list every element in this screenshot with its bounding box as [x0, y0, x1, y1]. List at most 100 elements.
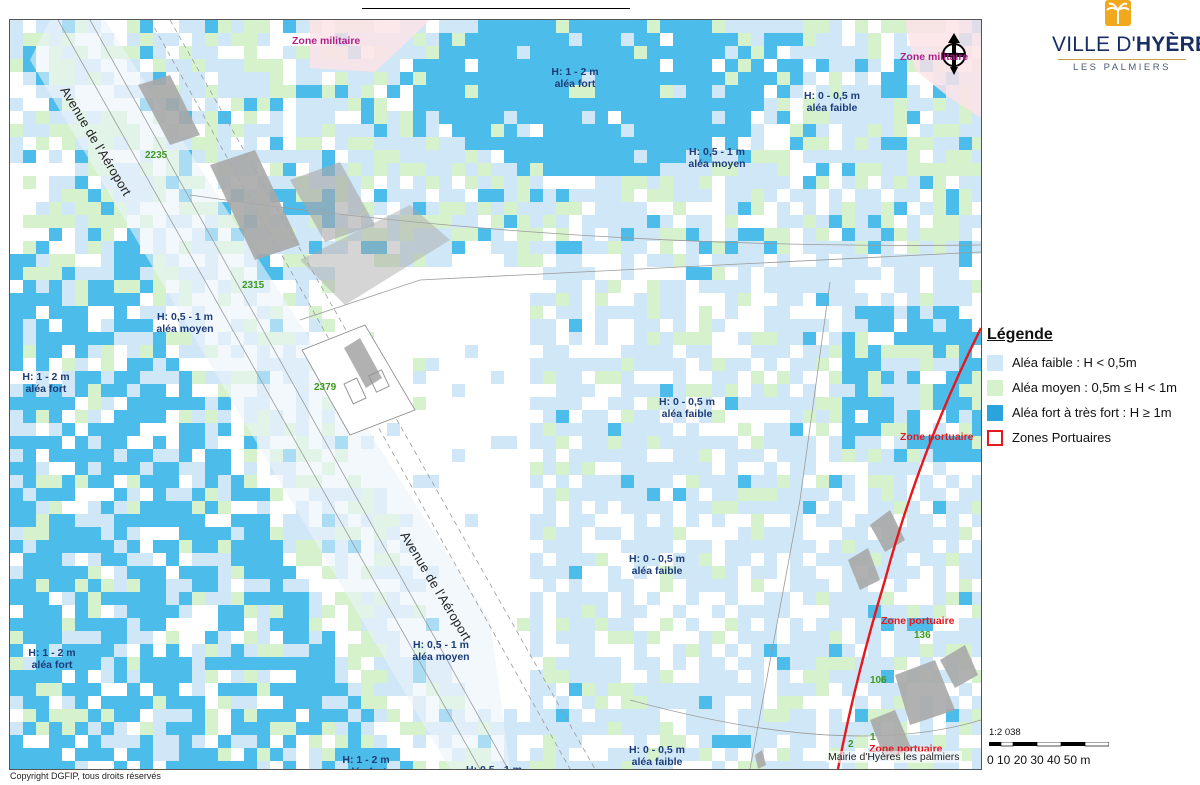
hazard-cell [699, 33, 712, 46]
hazard-cell [556, 592, 569, 605]
hazard-cell [946, 761, 959, 769]
hazard-cell [101, 644, 114, 657]
hazard-cell [62, 761, 75, 769]
hazard-cell [790, 488, 803, 501]
hazard-cell [10, 59, 23, 72]
hazard-cell [465, 111, 478, 124]
hazard-cell [309, 553, 322, 566]
hazard-cell [686, 748, 699, 761]
hazard-cell [881, 501, 894, 514]
hazard-cell [803, 683, 816, 696]
hazard-cell [452, 228, 465, 241]
hazard-cell [582, 657, 595, 670]
hazard-cell [49, 397, 62, 410]
hazard-cell [543, 20, 556, 33]
hazard-cell [920, 124, 933, 137]
hazard-cell [270, 124, 283, 137]
hazard-cell [855, 540, 868, 553]
hazard-cell [829, 371, 842, 384]
hazard-cell [738, 150, 751, 163]
hazard-cell [88, 475, 101, 488]
hazard-cell [738, 488, 751, 501]
hazard-cell [621, 501, 634, 514]
hazard-cell [868, 436, 881, 449]
hazard-cell [101, 709, 114, 722]
hazard-cell [738, 176, 751, 189]
hazard-cell [75, 280, 88, 293]
hazard-cell [452, 98, 465, 111]
hazard-cell [764, 553, 777, 566]
hazard-cell [101, 345, 114, 358]
hazard-cell [504, 176, 517, 189]
hazard-cell [647, 293, 660, 306]
hazard-cell [959, 631, 972, 644]
hazard-cell [712, 436, 725, 449]
hazard-cell [127, 488, 140, 501]
hazard-cell [296, 124, 309, 137]
hazard-cell [413, 397, 426, 410]
hazard-cell [348, 657, 361, 670]
hazard-cell [816, 137, 829, 150]
hazard-cell [959, 215, 972, 228]
hazard-cell [738, 202, 751, 215]
hazard-cell [699, 540, 712, 553]
hazard-cell [699, 501, 712, 514]
hazard-cell [946, 293, 959, 306]
hazard-cell [127, 423, 140, 436]
hazard-cell [10, 332, 23, 345]
hazard-cell [10, 293, 23, 306]
hazard-cell [192, 501, 205, 514]
hazard-cell [569, 319, 582, 332]
hazard-cell [530, 670, 543, 683]
hazard-cell [36, 514, 49, 527]
hazard-cell [920, 332, 933, 345]
hazard-cell [608, 46, 621, 59]
hazard-cell [881, 72, 894, 85]
hazard-cell [23, 696, 36, 709]
hazard-cell [764, 150, 777, 163]
hazard-cell [725, 371, 738, 384]
hazard-cell [231, 696, 244, 709]
hazard-cell [725, 358, 738, 371]
hazard-cell [933, 319, 946, 332]
hazard-cell [634, 306, 647, 319]
hazard-cell [452, 46, 465, 59]
hazard-cell [36, 683, 49, 696]
hazard-cell [647, 85, 660, 98]
hazard-cell [140, 592, 153, 605]
hazard-cell [959, 384, 972, 397]
hazard-cell [10, 306, 23, 319]
hazard-cell [140, 358, 153, 371]
hazard-cell [608, 189, 621, 202]
hazard-cell [907, 540, 920, 553]
hazard-cell [764, 722, 777, 735]
hazard-cell [569, 553, 582, 566]
hazard-cell [686, 111, 699, 124]
hazard-cell [634, 488, 647, 501]
hazard-cell [725, 436, 738, 449]
hazard-cell [647, 358, 660, 371]
hazard-cell [829, 384, 842, 397]
hazard-cell [101, 527, 114, 540]
hazard-cell [439, 85, 452, 98]
hazard-cell [699, 436, 712, 449]
hazard-cell [933, 228, 946, 241]
hazard-cell [595, 202, 608, 215]
hazard-cell [413, 150, 426, 163]
hazard-cell [491, 371, 504, 384]
hazard-cell [335, 670, 348, 683]
hazard-cell [465, 176, 478, 189]
hazard-cell [517, 254, 530, 267]
hazard-cell [374, 98, 387, 111]
hazard-cell [75, 150, 88, 163]
hazard-cell [413, 254, 426, 267]
hazard-cell [556, 20, 569, 33]
hazard-cell [166, 735, 179, 748]
hazard-cell [881, 293, 894, 306]
hazard-cell [556, 397, 569, 410]
flood-hazard-map[interactable]: Avenue de l'Aéroport Avenue de l'Aéropor… [9, 19, 982, 770]
hazard-cell [868, 319, 881, 332]
hazard-cell [179, 332, 192, 345]
hazard-cell [660, 293, 673, 306]
hazard-cell [842, 111, 855, 124]
